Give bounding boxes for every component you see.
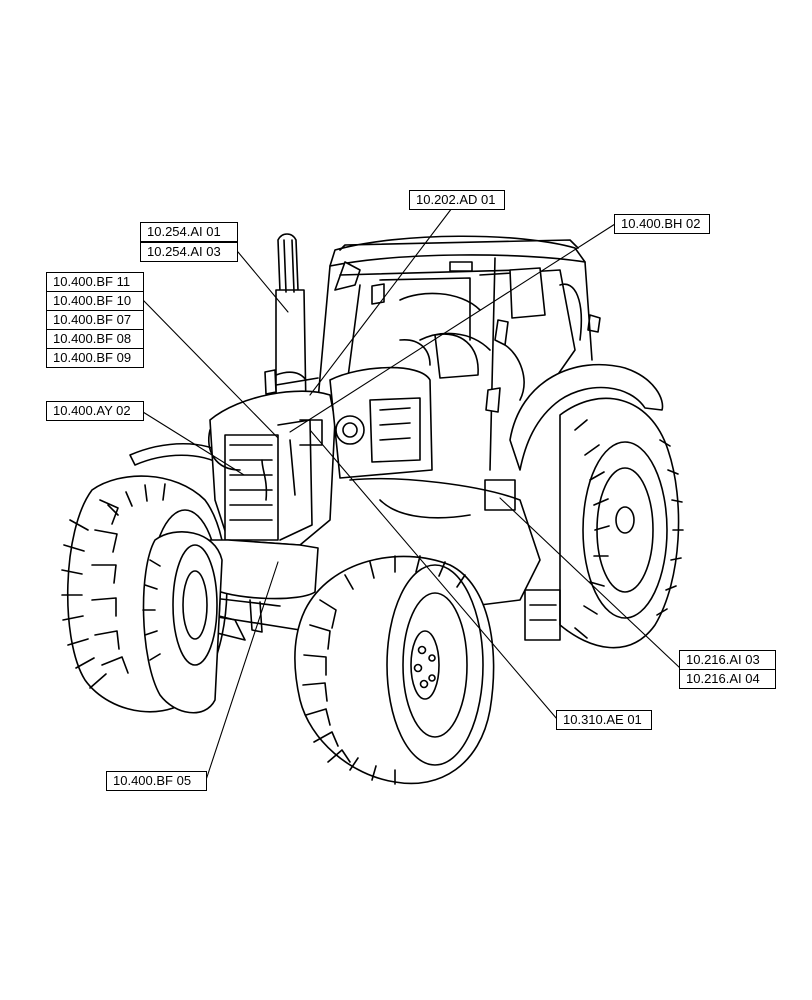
callout-10400bf07[interactable]: 10.400.BF 07 (46, 310, 144, 330)
callout-10400bf05[interactable]: 10.400.BF 05 (106, 771, 207, 791)
callout-10400bf09[interactable]: 10.400.BF 09 (46, 348, 144, 368)
callout-10400bh02[interactable]: 10.400.BH 02 (614, 214, 710, 234)
callout-10202ad01[interactable]: 10.202.AD 01 (409, 190, 505, 210)
leader-10.400.AY (142, 411, 245, 476)
callout-10216ai03[interactable]: 10.216.AI 03 (679, 650, 776, 670)
leader-10.400.BF05 (205, 561, 279, 781)
front-right-wheel (294, 555, 495, 785)
callout-10400ay02[interactable]: 10.400.AY 02 (46, 401, 144, 421)
leader-10.400.BF (142, 299, 279, 439)
rear-right-wheel (559, 397, 684, 649)
leader-10.310.AE (309, 429, 558, 720)
leader-10.202.AD (309, 207, 453, 396)
callout-10310ae01[interactable]: 10.310.AE 01 (556, 710, 652, 730)
engine-bay (208, 366, 433, 546)
callout-10254ai03[interactable]: 10.254.AI 03 (140, 242, 238, 262)
leader-10.216.AI (499, 497, 681, 669)
leader-10.400.BH (289, 223, 616, 433)
cab (317, 235, 601, 471)
callout-10400bf08[interactable]: 10.400.BF 08 (46, 329, 144, 349)
callout-10400bf10[interactable]: 10.400.BF 10 (46, 291, 144, 311)
leader-lines (142, 207, 681, 781)
callout-10254ai01[interactable]: 10.254.AI 01 (140, 222, 238, 242)
callout-10400bf11[interactable]: 10.400.BF 11 (46, 272, 144, 292)
front-left-wheel (142, 531, 223, 714)
exhaust-stack (275, 233, 307, 413)
callout-10216ai04[interactable]: 10.216.AI 04 (679, 669, 776, 689)
leader-10.254.AI (237, 251, 289, 313)
